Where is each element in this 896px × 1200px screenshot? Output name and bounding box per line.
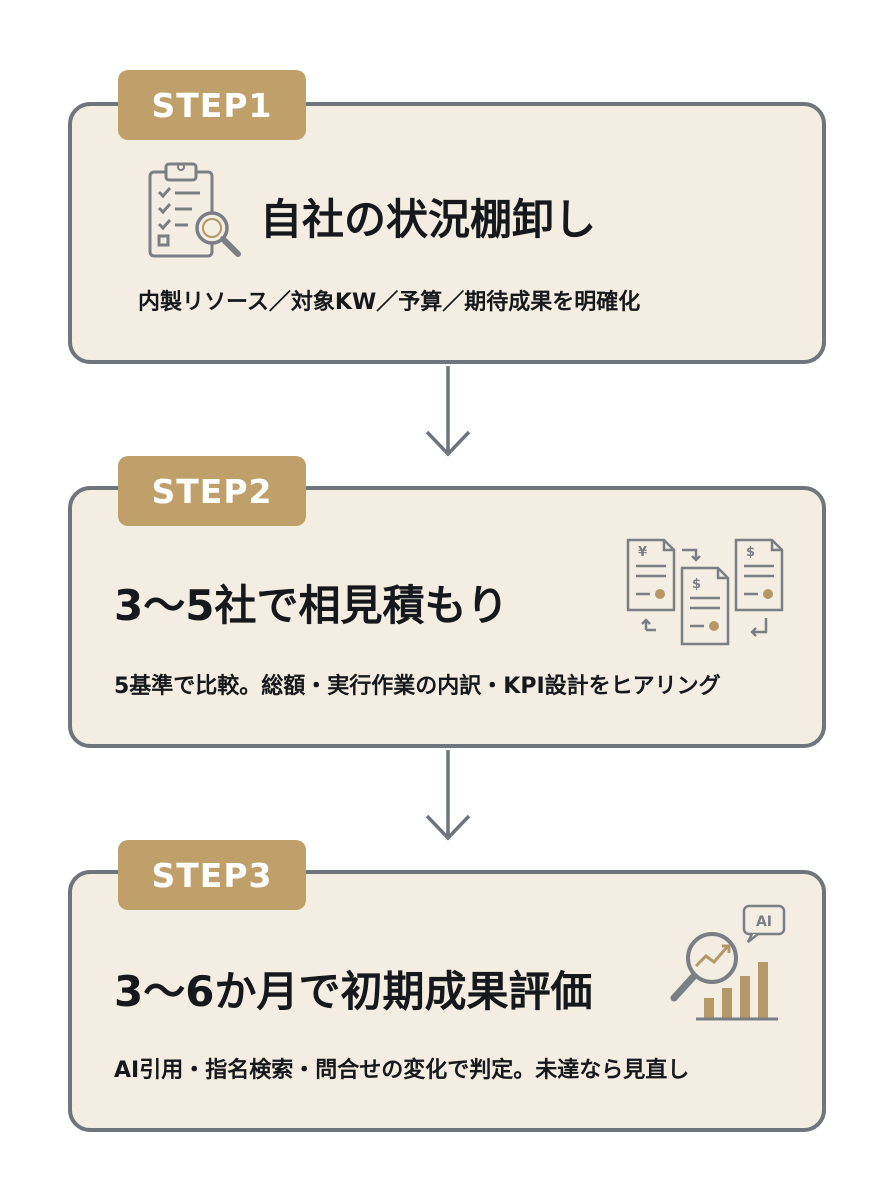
svg-text:¥: ¥ bbox=[638, 545, 647, 560]
step1-card: 自社の状況棚卸し 内製リソース／対象KW／予算／期待成果を明確化 bbox=[68, 102, 826, 364]
step1-badge: STEP1 bbox=[118, 70, 306, 140]
svg-text:$: $ bbox=[746, 545, 755, 560]
step2-card: 3〜5社で相見積もり ¥ $ $ 5基準で比較。総額・実行 bbox=[68, 486, 826, 748]
step3-title: 3〜6か月で初期成果評価 bbox=[114, 967, 593, 1016]
step1-title: 自社の状況棚卸し bbox=[260, 195, 597, 244]
ai-analytics-growth-icon: AI bbox=[670, 904, 786, 1021]
step1-description: 内製リソース／対象KW／予算／期待成果を明確化 bbox=[138, 290, 641, 315]
quote-documents-exchange-icon: ¥ $ $ bbox=[626, 538, 784, 646]
step3-description: AI引用・指名検索・問合せの変化で判定。未達なら見直し bbox=[114, 1058, 690, 1083]
svg-text:$: $ bbox=[692, 577, 701, 592]
down-arrow-icon bbox=[425, 366, 471, 457]
step2-title: 3〜5社で相見積もり bbox=[114, 581, 509, 630]
clipboard-checklist-magnifier-icon bbox=[148, 162, 241, 258]
step2-description: 5基準で比較。総額・実行作業の内訳・KPI設計をヒアリング bbox=[114, 674, 721, 699]
ai-badge-text: AI bbox=[756, 914, 772, 930]
down-arrow-icon bbox=[425, 750, 471, 841]
step3-card: 3〜6か月で初期成果評価 AI AI引用・指名検索・問合せの変化で判定。未達なら… bbox=[68, 870, 826, 1132]
step3-badge: STEP3 bbox=[118, 840, 306, 910]
step2-badge: STEP2 bbox=[118, 456, 306, 526]
